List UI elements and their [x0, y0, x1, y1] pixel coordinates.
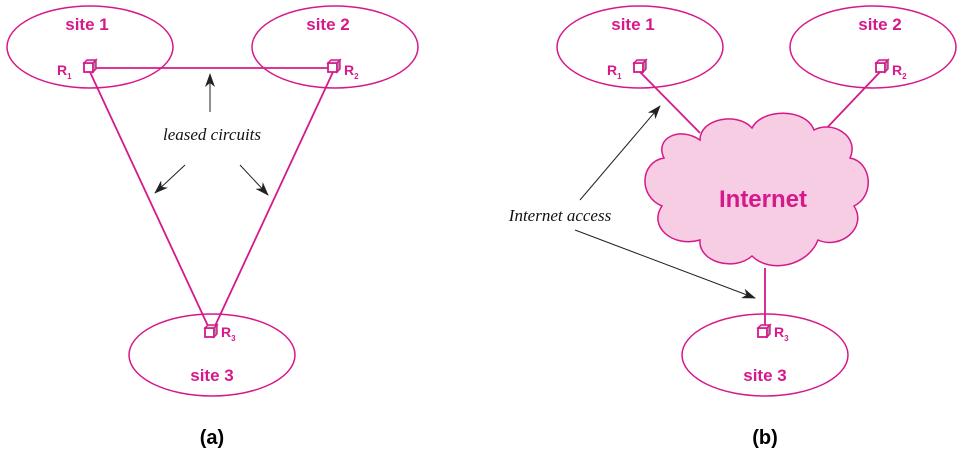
- router-icon: [83, 59, 97, 73]
- site-1-label: site 1: [65, 15, 108, 34]
- site-2-ellipse: [251, 5, 419, 89]
- panel-b: Internet site 1 site 2 site 3 R1 R2 R3 I…: [508, 5, 957, 449]
- internet-cloud-label: Internet: [719, 186, 807, 213]
- router-icon: [204, 324, 218, 338]
- site-2-label: site 2: [858, 15, 901, 34]
- router-icon: [875, 59, 889, 73]
- arrow-icon: [579, 105, 661, 201]
- cloud-icon: [644, 112, 869, 267]
- site-2-label: site 2: [306, 15, 349, 34]
- site-3-label: site 3: [190, 366, 233, 385]
- arrow-icon: [239, 164, 269, 196]
- router-r2-label: R2: [892, 62, 907, 81]
- leased-circuit-r2-r3: [214, 71, 334, 327]
- access-line-r2: [821, 71, 881, 134]
- panel-b-label: (b): [752, 427, 778, 449]
- internet-access-note: Internet access: [508, 206, 612, 225]
- arrow-icon: [154, 164, 186, 194]
- router-icon: [327, 59, 341, 73]
- site-1-label: site 1: [611, 15, 654, 34]
- site-1-ellipse: [6, 5, 174, 89]
- router-r3-label: R3: [774, 324, 789, 343]
- arrow-icon: [574, 229, 756, 299]
- router-r1-label: R1: [57, 62, 72, 81]
- site-1-ellipse: [556, 5, 724, 89]
- router-r2-label: R2: [344, 62, 359, 81]
- site-2-ellipse: [789, 5, 957, 89]
- access-line-r1: [639, 71, 701, 134]
- router-icon: [757, 324, 771, 338]
- router-icon: [633, 59, 647, 73]
- panel-a: site 1 site 2 site 3 R1 R2 R3 leased cir…: [6, 5, 419, 449]
- leased-circuit-r1-r3: [89, 71, 209, 327]
- router-r1-label: R1: [607, 62, 622, 81]
- panel-a-label: (a): [200, 427, 224, 449]
- leased-circuits-note: leased circuits: [163, 125, 261, 144]
- router-r3-label: R3: [221, 324, 236, 343]
- site-3-ellipse: [128, 313, 296, 397]
- site-3-label: site 3: [743, 366, 786, 385]
